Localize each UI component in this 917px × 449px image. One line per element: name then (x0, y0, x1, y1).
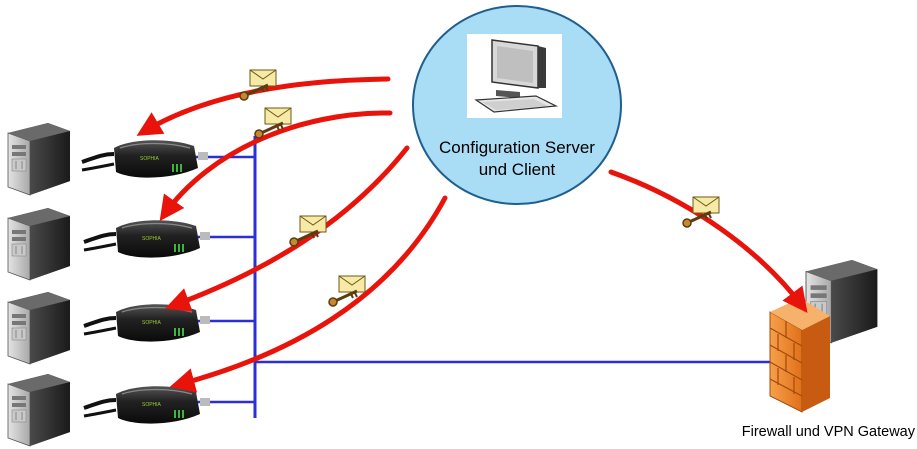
server-tower-icon (7, 207, 71, 281)
server-label-line2: und Client (478, 160, 556, 179)
network-adapter-icon (82, 384, 212, 426)
server-tower-icon (7, 122, 71, 196)
arrow-to-gateway (608, 169, 808, 313)
arrow-to-node-2 (159, 110, 393, 222)
network-adapter-icon (82, 302, 212, 344)
server-label-line1: Configuration Server (439, 138, 595, 157)
server-tower-icon (7, 373, 71, 447)
config-arrows (136, 76, 808, 393)
desktop-computer-icon (467, 34, 562, 118)
network-adapter-icon (80, 138, 210, 180)
configuration-server (412, 5, 622, 205)
server-label: Configuration Server und Client (422, 137, 612, 181)
envelope-key-icon (288, 214, 328, 248)
firewall-brick-icon (769, 298, 830, 413)
client-node (7, 122, 210, 196)
gateway-label: Firewall und VPN Gateway (741, 424, 915, 440)
arrow-to-node-3 (164, 145, 410, 312)
network-adapter-icon (82, 218, 212, 260)
server-tower-icon (7, 291, 71, 365)
client-node (7, 207, 212, 281)
arrow-to-node-4 (169, 195, 448, 393)
firewall-gateway (769, 259, 878, 413)
envelope-key-icon (238, 68, 278, 102)
